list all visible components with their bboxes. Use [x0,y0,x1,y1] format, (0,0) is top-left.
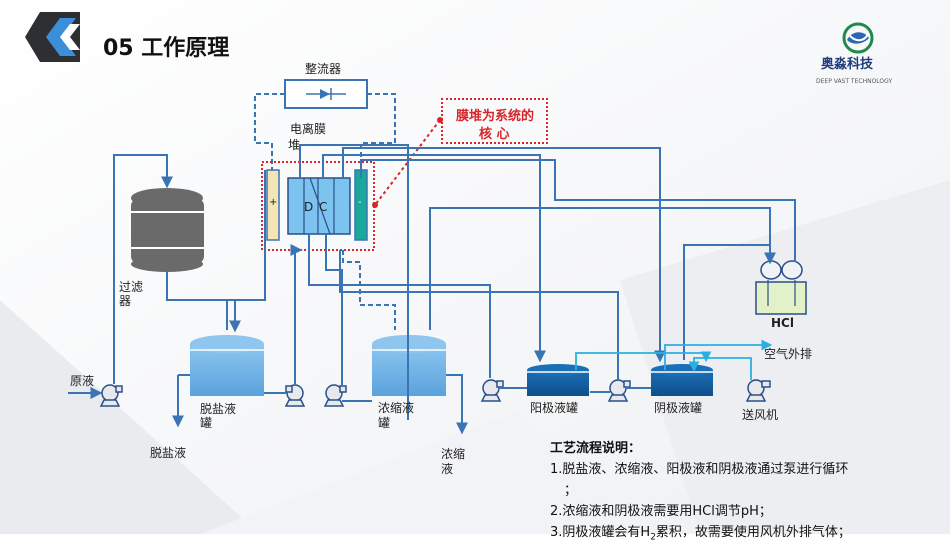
membrane-cells [287,177,351,235]
desalt-tank-label-2: 罐 [200,416,213,430]
blower-label: 送风机 [742,408,779,422]
diagram-svg [0,0,950,534]
pump-conc [323,384,347,407]
desalt-outlet-label: 脱盐液 [150,446,187,460]
conc-outlet-arrow [446,374,468,435]
stack-to-cathode-pipe [342,147,666,363]
desalt-riser [226,170,266,330]
bg-shape-2 [620,180,950,534]
callout-line2: 核 心 [479,127,510,142]
wire-negative [360,93,396,170]
conc-outlet-label-2: 液 [441,462,454,476]
exhaust-label: 空气外排 [764,347,813,361]
desalt-tank [190,335,264,396]
pump-cathode [607,379,631,402]
cathode-tank [651,364,713,396]
bg-shape-1 [0,300,260,534]
desalt-tank-label-1: 脱盐液 [200,402,237,416]
wire-positive [254,93,285,170]
exhaust-arrow [664,339,773,370]
notes-line-2: 2.浓缩液和阴极液需要用HCl调节pH； [550,504,772,519]
raw-to-filter-pipe [113,154,173,384]
raw-liquid-label: 原液 [70,374,95,388]
filter-vessel [131,188,204,272]
anode-tank-label: 阳极液罐 [530,401,579,415]
dc-d: D [304,200,314,214]
stack-to-anode-pipe [322,154,546,363]
hcl-vessel [755,260,807,315]
anode-plate [266,169,280,241]
core-callout: 膜堆为系统的 核 心 [441,98,548,144]
rectifier-label: 整流器 [305,62,342,76]
conc-tank-label-2: 罐 [378,416,391,430]
diode-icon [306,88,346,100]
notes-line-1a: 1.脱盐液、浓缩液、阳极液和阴极液通过泵进行循环 [550,462,849,477]
title-badge-icon [25,12,80,62]
plus-sign: + [269,197,278,208]
filter-label-1: 过滤 [119,280,144,294]
notes-line-3: 3.阴极液罐会有H2累积，故需要使用风机外排气体； [550,525,851,543]
filter-label-2: 器 [119,294,132,308]
logo-subtitle: DEEP VAST TECHNOLOGY [816,78,893,85]
blower-fan-icon [745,379,771,402]
anode-tank [527,364,589,396]
bg-shape-3 [200,410,640,534]
pump-desalt [284,384,306,407]
stack-label-2: 堆 [288,138,301,152]
cathode-tank-label: 阴极液罐 [654,401,703,415]
minus-sign: - [358,197,362,208]
process-notes: 工艺流程说明： 1.脱盐液、浓缩液、阳极液和阴极液通过泵进行循环 ； 2.浓缩液… [550,438,851,549]
hcl-label: HCl [771,316,794,330]
page-title: 05 工作原理 [103,36,230,61]
notes-title: 工艺流程说明： [550,441,642,456]
filter-to-desalt-pipe [166,272,241,333]
dc-c: C [319,200,328,214]
conc-tank-label-1: 浓缩液 [378,401,415,415]
notes-line-1b: ； [564,483,578,498]
company-logo-icon [842,22,874,54]
logo-name: 奥淼科技 [821,57,874,72]
pump-raw [99,384,123,407]
stack-label-1: 电离膜 [290,122,327,136]
conc-outlet-label-1: 浓缩 [441,447,466,461]
hcl-line [360,159,796,262]
stack-to-conc-pipe [299,144,409,420]
callout-line1: 膜堆为系统的 [456,109,535,124]
